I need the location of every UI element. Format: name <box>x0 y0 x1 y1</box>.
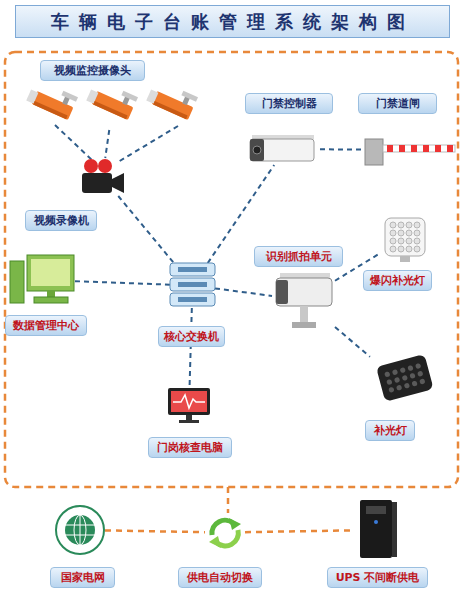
pc-icon <box>10 255 75 305</box>
core-switch: 核心交换机 <box>170 263 215 308</box>
access-controller: 门禁控制器 <box>250 133 320 165</box>
cams-icon <box>25 85 200 130</box>
camera-wire <box>118 126 178 162</box>
device-label: 补光灯 <box>365 420 415 441</box>
strobe-icon <box>380 213 430 263</box>
chk-icon <box>168 388 210 424</box>
grid-icon <box>55 505 105 555</box>
video-recorder: 视频录像机 <box>80 158 125 196</box>
device-label: 视频监控摄像头 <box>40 60 145 81</box>
sw-icon <box>170 263 215 308</box>
title-banner: 车辆电子台账管理系统架构图 <box>15 5 450 38</box>
auto-switch: 供电自动切换 <box>205 515 245 550</box>
network-link <box>118 196 174 263</box>
network-link <box>215 288 272 295</box>
camera-group: 视频监控摄像头 <box>25 85 200 130</box>
rec-icon <box>80 158 125 196</box>
network-link <box>75 281 170 284</box>
ctrl-icon <box>250 133 320 165</box>
power-feed-line <box>227 487 230 513</box>
diagram-title: 车辆电子台账管理系统架构图 <box>16 6 449 37</box>
network-link <box>190 308 192 388</box>
fill-light: 补光灯 <box>370 355 430 410</box>
cap-icon <box>272 270 335 330</box>
barrier-gate: 门禁道闸 <box>365 135 455 165</box>
device-label: 国家电网 <box>50 567 115 588</box>
data-center: 数据管理中心 <box>10 255 75 305</box>
auto-icon <box>205 515 245 550</box>
device-label: 门禁控制器 <box>245 93 333 114</box>
gate-icon <box>365 135 455 165</box>
network-link <box>335 327 370 357</box>
flood-icon <box>370 355 430 410</box>
device-label: 核心交换机 <box>158 326 225 347</box>
power-grid: 国家电网 <box>55 505 105 555</box>
strobe-light: 爆闪补光灯 <box>380 213 430 263</box>
device-label: 爆闪补光灯 <box>363 270 432 291</box>
power-line <box>105 530 205 532</box>
camera-wire <box>55 125 92 160</box>
device-label: UPS 不间断供电 <box>327 567 428 588</box>
check-computer: 门岗核查电脑 <box>168 388 210 424</box>
network-link <box>105 130 109 158</box>
ups-unit: UPS 不间断供电 <box>350 500 400 560</box>
ups-icon <box>350 500 400 560</box>
device-label: 门禁道闸 <box>358 93 437 114</box>
device-label: 供电自动切换 <box>178 567 262 588</box>
device-label: 识别抓拍单元 <box>254 246 343 267</box>
device-label: 门岗核查电脑 <box>148 437 232 458</box>
capture-unit: 识别抓拍单元 <box>272 270 335 330</box>
system-boundary <box>5 52 458 487</box>
device-label: 数据管理中心 <box>5 315 87 336</box>
power-line <box>245 530 350 532</box>
network-link <box>320 148 365 150</box>
device-label: 视频录像机 <box>25 210 97 231</box>
